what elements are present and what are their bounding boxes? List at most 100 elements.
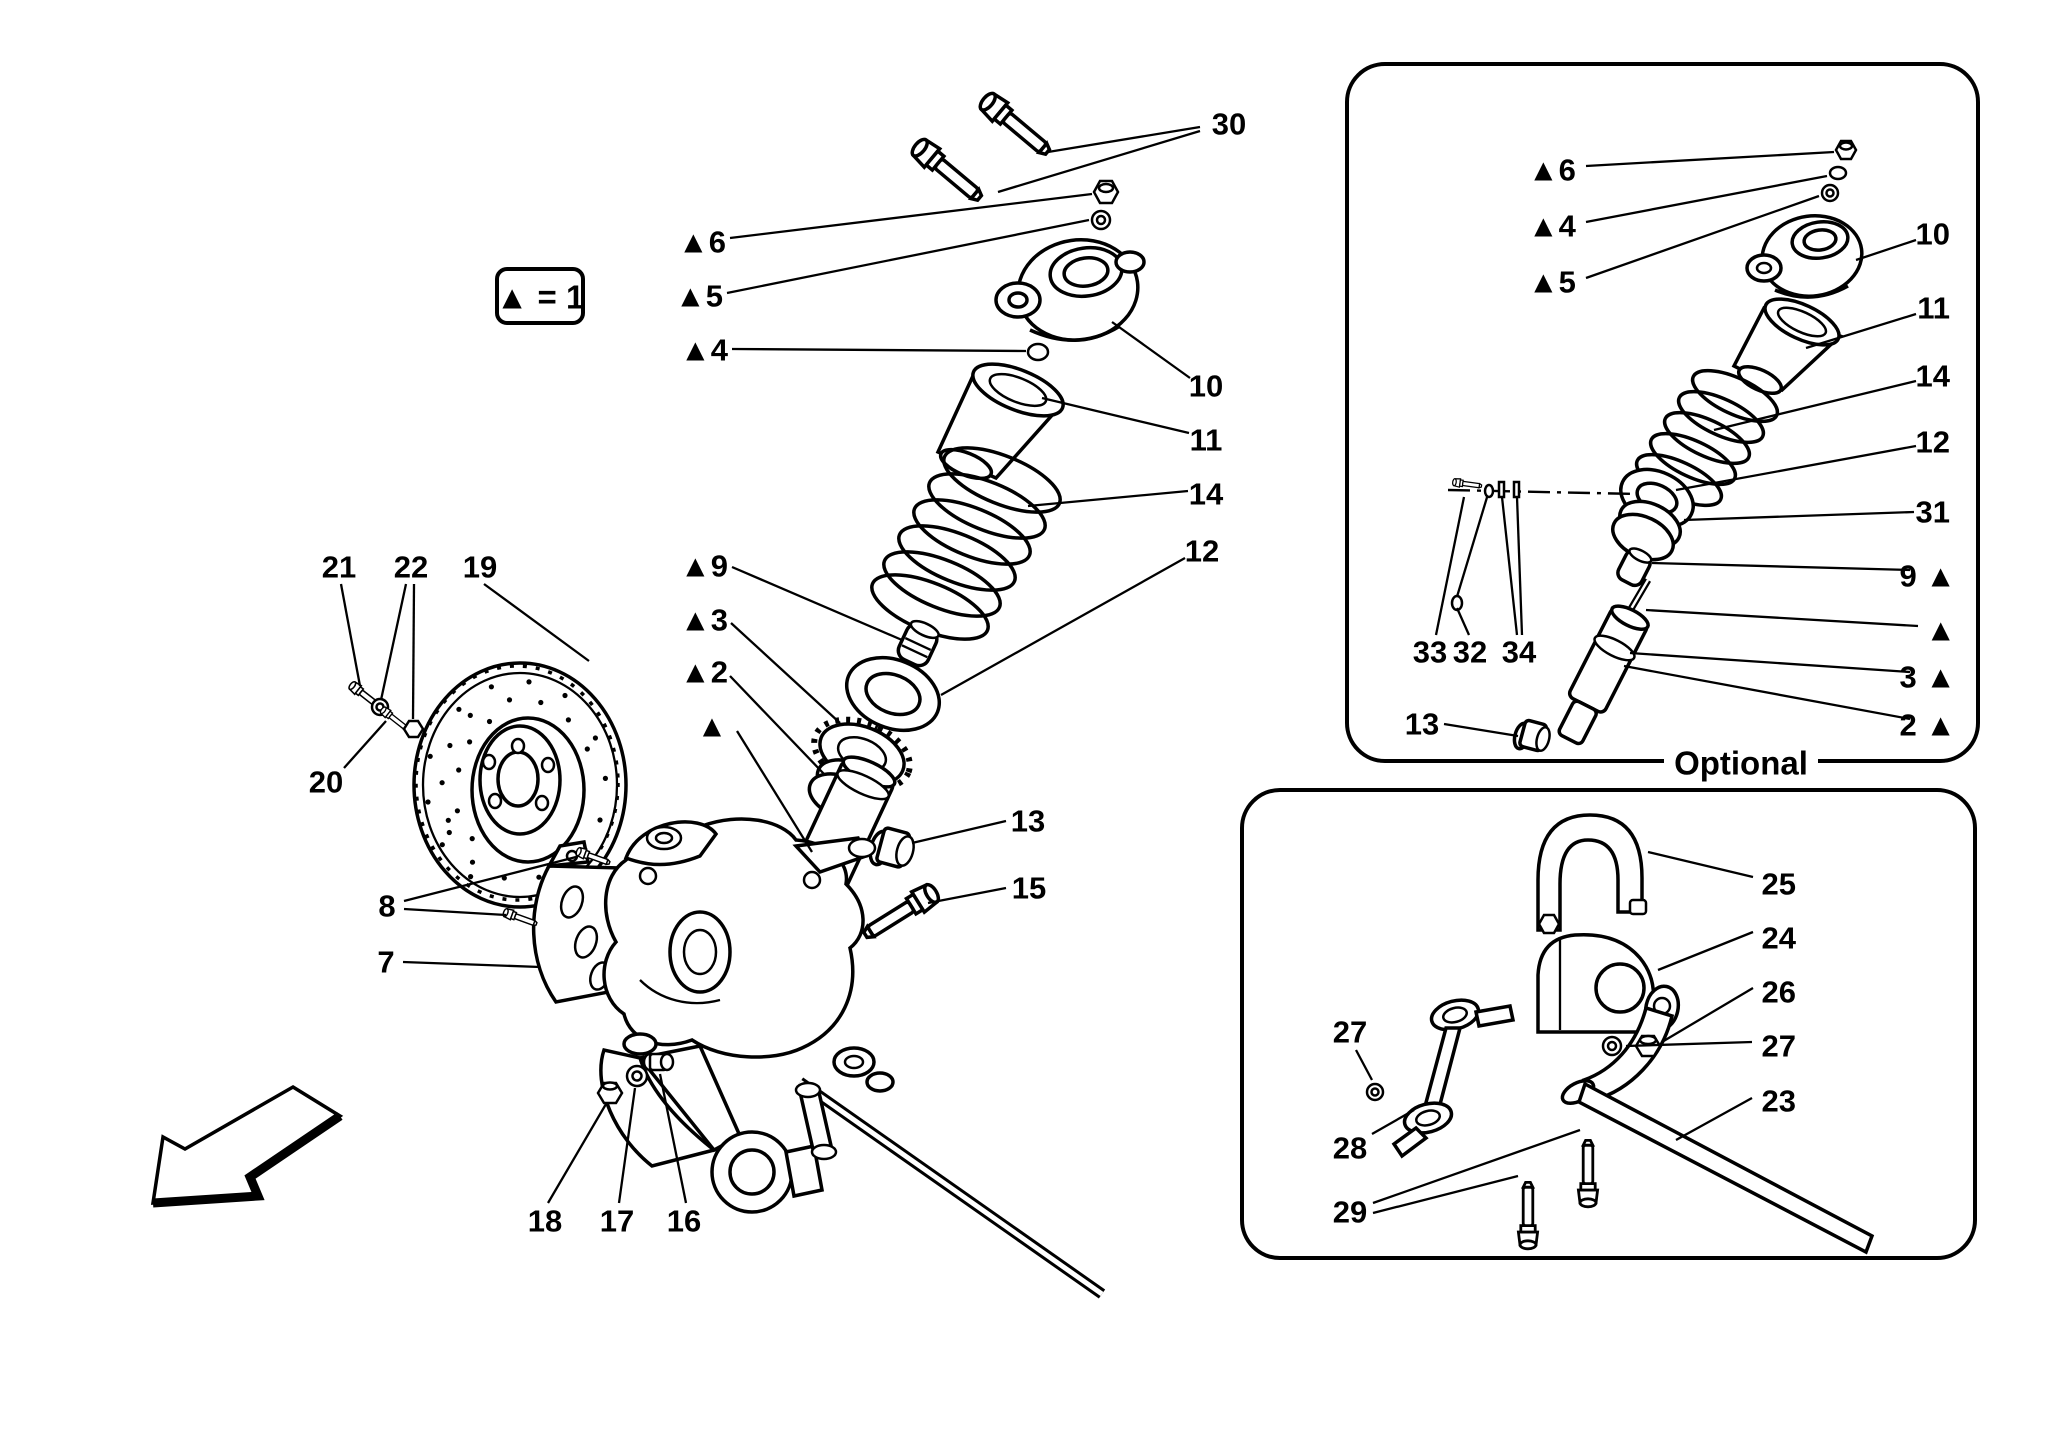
leader-line-29	[1372, 1174, 1519, 1215]
spring-seat-bearing-drawing	[844, 655, 942, 733]
drill-dot	[454, 808, 460, 814]
leader-line-17	[617, 1087, 637, 1204]
callout-24: 24	[1762, 921, 1797, 956]
leader-line-22	[411, 583, 416, 720]
callout-26: 26	[1762, 975, 1796, 1010]
leader-line-▲3	[730, 622, 841, 724]
leader-line-14	[1027, 489, 1189, 508]
leader-line-▲	[736, 730, 813, 853]
callout-11: 11	[1190, 423, 1223, 458]
callout-18: 18	[528, 1204, 562, 1239]
leader-line-32	[1455, 607, 1471, 636]
drill-dot	[446, 829, 452, 836]
callout-▲4: ▲4	[680, 333, 729, 368]
callout-23: 23	[1762, 1084, 1796, 1119]
legend: ▲ = 1	[495, 267, 585, 325]
drill-dot	[597, 817, 603, 823]
drill-dot	[486, 718, 493, 725]
leader-line-14	[1713, 379, 1917, 432]
callout-27: 27	[1762, 1029, 1796, 1064]
leader-line-21	[339, 583, 362, 687]
leader-line-▲2	[729, 675, 825, 775]
drill-dot	[526, 679, 532, 685]
callout-15: 15	[1012, 871, 1046, 906]
leader-line-22	[379, 583, 408, 701]
leader-line-34	[1515, 496, 1524, 636]
disc-hardware-drawing	[346, 679, 425, 739]
callout-12: 12	[1185, 534, 1219, 569]
leader-line-3 ▲	[1629, 651, 1911, 674]
drill-dot	[592, 735, 599, 741]
drill-dot	[427, 753, 433, 759]
callout-▲9: ▲9	[680, 549, 728, 584]
optional-box	[1345, 62, 1980, 781]
drill-dot	[469, 836, 475, 842]
callout-33: 33	[1413, 635, 1447, 670]
leader-line-10	[1111, 321, 1191, 379]
drill-dot	[439, 780, 445, 786]
callout-7: 7	[377, 945, 394, 980]
top-bolts-drawing	[906, 87, 1057, 209]
callout-▲4: ▲4	[1528, 209, 1577, 244]
leader-line-19	[483, 583, 590, 662]
leader-line-16	[658, 1073, 688, 1204]
drill-dot	[425, 799, 431, 805]
callout-11: 11	[1917, 291, 1950, 326]
drill-dot	[565, 717, 572, 723]
callout-14: 14	[1189, 477, 1224, 512]
leader-line-▲9	[731, 565, 903, 642]
leader-line-9 ▲	[1651, 561, 1911, 572]
callout-19: 19	[463, 550, 497, 585]
drill-dot	[468, 874, 474, 880]
leader-line-▲6	[1585, 150, 1835, 168]
mount-fasteners-drawing	[1026, 179, 1120, 362]
leader-line-8	[403, 855, 577, 903]
leader-line-13	[911, 819, 1007, 845]
drill-dot	[445, 817, 451, 823]
callout-28: 28	[1333, 1131, 1367, 1166]
leader-line-12	[940, 556, 1186, 697]
callout-25: 25	[1762, 867, 1796, 902]
drill-dot	[456, 767, 462, 773]
leader-line-23	[1675, 1096, 1753, 1142]
leader-line-7	[402, 960, 541, 969]
callout-12: 12	[1916, 425, 1950, 460]
drill-dot	[467, 739, 473, 745]
leader-line-29	[1372, 1128, 1581, 1205]
callout-▲2: ▲2	[680, 655, 728, 690]
leader-line-34	[1500, 496, 1519, 636]
leader-line-▲4	[731, 347, 1027, 353]
callout-29: 29	[1333, 1195, 1367, 1230]
callout-13: 13	[1011, 804, 1045, 839]
drill-dot	[562, 692, 568, 699]
dust-boot-drawing	[935, 362, 1066, 481]
leader-line-11	[1041, 396, 1190, 435]
drill-dot	[439, 842, 445, 848]
leader-line-30	[997, 129, 1201, 194]
leader-line-▲6	[729, 192, 1093, 240]
callout-16: 16	[667, 1204, 701, 1239]
callout-31: 31	[1916, 495, 1950, 530]
drill-dot	[506, 697, 513, 703]
callout-27: 27	[1333, 1015, 1367, 1050]
leader-line-30	[1047, 125, 1201, 154]
pin-bolt-15	[857, 878, 944, 947]
leader-line-15	[927, 886, 1007, 905]
callout-30: 30	[1212, 107, 1246, 142]
drill-dot	[456, 706, 462, 712]
callout-22: 22	[394, 550, 428, 585]
callout-34: 34	[1502, 635, 1537, 670]
lower-arm-drawing	[596, 1032, 1106, 1299]
leader-line-▲5	[726, 218, 1090, 295]
drill-dot	[538, 699, 544, 706]
leader-line-28	[1371, 1109, 1415, 1135]
knuckle-drawing	[602, 817, 877, 1059]
callout-2 ▲: 2 ▲	[1899, 708, 1956, 743]
legend-label: ▲ = 1	[496, 279, 585, 316]
upper-mount-drawing	[994, 238, 1146, 342]
drill-dot	[467, 712, 473, 719]
leader-line-▲4	[1585, 174, 1828, 224]
leader-line-27	[1354, 1049, 1374, 1081]
